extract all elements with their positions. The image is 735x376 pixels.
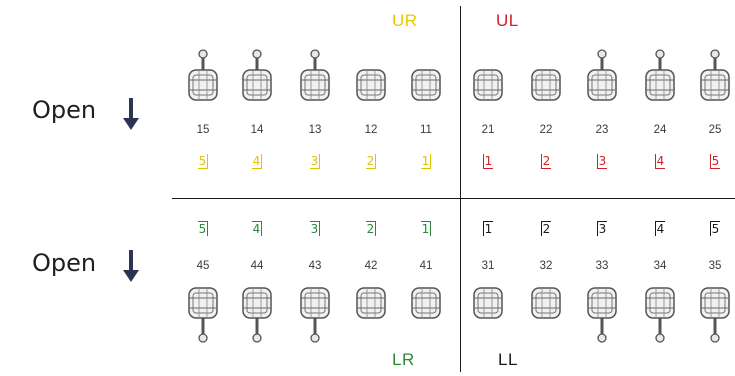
palmer-notation: 5 (695, 154, 735, 168)
palmer-digit: 1 (483, 154, 494, 169)
arrow-down-icon (118, 248, 144, 282)
bracket-with-hook-icon (695, 48, 735, 108)
tooth-number: 32 (526, 260, 566, 272)
bracket-with-hook-icon (295, 284, 335, 344)
palmer-notation: 1 (406, 222, 446, 236)
lower-open-label: Open (32, 249, 96, 277)
tooth-number: 14 (237, 124, 277, 136)
tooth-number: 24 (640, 124, 680, 136)
palmer-notation: 2 (351, 154, 391, 168)
bracket-with-hook-icon (295, 48, 335, 108)
tooth-number: 21 (468, 124, 508, 136)
bracket-with-hook-icon (237, 48, 277, 108)
tooth-number: 44 (237, 260, 277, 272)
palmer-digit: 5 (198, 221, 209, 236)
palmer-notation: 2 (351, 222, 391, 236)
palmer-digit: 4 (655, 154, 666, 169)
palmer-digit: 2 (366, 154, 377, 169)
bracket-with-hook-icon (640, 48, 680, 108)
palmer-digit: 3 (310, 221, 321, 236)
bracket-icon (406, 48, 446, 108)
bracket-with-hook-icon (183, 48, 223, 108)
quadrant-label-ur: UR (392, 11, 418, 31)
tooth-number: 12 (351, 124, 391, 136)
tooth-number: 31 (468, 260, 508, 272)
palmer-notation: 4 (640, 222, 680, 236)
palmer-notation: 5 (695, 222, 735, 236)
palmer-notation: 4 (237, 154, 277, 168)
palmer-digit: 5 (710, 221, 721, 236)
palmer-notation: 1 (406, 154, 446, 168)
palmer-notation: 3 (295, 222, 335, 236)
tooth-number: 11 (406, 124, 446, 136)
quadrant-label-ul: UL (496, 11, 519, 31)
tooth-number: 35 (695, 260, 735, 272)
occlusal-divider (172, 198, 735, 199)
bracket-with-hook-icon (640, 284, 680, 344)
palmer-digit: 2 (366, 221, 377, 236)
palmer-notation: 2 (526, 222, 566, 236)
palmer-digit: 4 (252, 154, 263, 169)
bracket-icon (351, 48, 391, 108)
palmer-digit: 1 (483, 221, 494, 236)
upper-open-label: Open (32, 96, 96, 124)
palmer-digit: 3 (310, 154, 321, 169)
palmer-notation: 4 (237, 222, 277, 236)
tooth-number: 34 (640, 260, 680, 272)
palmer-digit: 4 (655, 221, 666, 236)
palmer-notation: 2 (526, 154, 566, 168)
palmer-notation: 5 (183, 222, 223, 236)
bracket-icon (468, 48, 508, 108)
bracket-icon (526, 48, 566, 108)
palmer-digit: 1 (421, 154, 432, 169)
palmer-digit: 1 (421, 221, 432, 236)
palmer-digit: 2 (541, 221, 552, 236)
tooth-number: 45 (183, 260, 223, 272)
palmer-digit: 5 (198, 154, 209, 169)
palmer-digit: 3 (597, 221, 608, 236)
palmer-notation: 1 (468, 154, 508, 168)
bracket-with-hook-icon (237, 284, 277, 344)
palmer-notation: 5 (183, 154, 223, 168)
palmer-notation: 3 (582, 154, 622, 168)
palmer-notation: 4 (640, 154, 680, 168)
tooth-number: 43 (295, 260, 335, 272)
bracket-with-hook-icon (183, 284, 223, 344)
arrow-down-icon (118, 96, 144, 130)
tooth-number: 41 (406, 260, 446, 272)
palmer-notation: 3 (295, 154, 335, 168)
palmer-digit: 5 (710, 154, 721, 169)
tooth-number: 13 (295, 124, 335, 136)
bracket-icon (526, 284, 566, 344)
bracket-icon (406, 284, 446, 344)
tooth-number: 42 (351, 260, 391, 272)
tooth-number: 22 (526, 124, 566, 136)
bracket-icon (351, 284, 391, 344)
tooth-number: 33 (582, 260, 622, 272)
bracket-with-hook-icon (582, 48, 622, 108)
palmer-notation: 1 (468, 222, 508, 236)
tooth-number: 15 (183, 124, 223, 136)
midline-divider (460, 6, 461, 372)
tooth-number: 23 (582, 124, 622, 136)
bracket-with-hook-icon (695, 284, 735, 344)
palmer-digit: 3 (597, 154, 608, 169)
bracket-with-hook-icon (582, 284, 622, 344)
quadrant-label-lr: LR (392, 350, 415, 370)
tooth-number: 25 (695, 124, 735, 136)
palmer-notation: 3 (582, 222, 622, 236)
quadrant-label-ll: LL (498, 350, 518, 370)
palmer-digit: 4 (252, 221, 263, 236)
palmer-digit: 2 (541, 154, 552, 169)
bracket-icon (468, 284, 508, 344)
